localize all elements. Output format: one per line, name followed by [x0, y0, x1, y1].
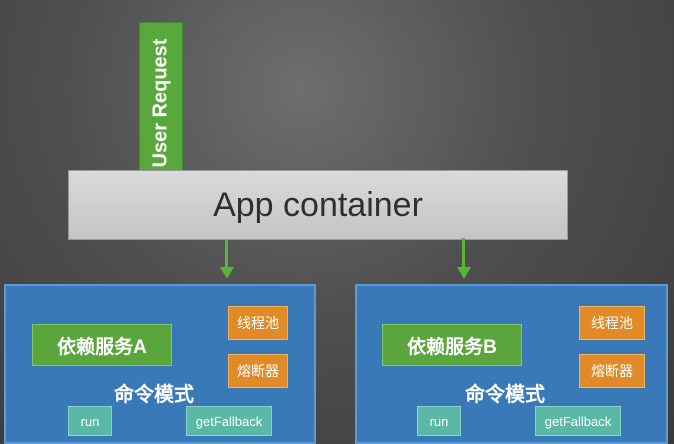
- circuit-breaker-b-label: 熔断器: [591, 363, 633, 379]
- fallback-b-box: getFallback: [535, 406, 621, 436]
- fallback-a-label: getFallback: [195, 413, 263, 429]
- arrow-a-head: [219, 267, 234, 279]
- fallback-a-box: getFallback: [186, 406, 272, 436]
- run-b-label: run: [429, 413, 449, 429]
- circuit-breaker-a-box: 熔断器: [228, 354, 288, 388]
- run-b-box: run: [417, 406, 461, 436]
- thread-pool-b-label: 线程池: [591, 315, 633, 331]
- arrow-b-shaft: [462, 238, 465, 268]
- thread-pool-a-box: 线程池: [228, 306, 288, 340]
- command-pattern-a-label: 命令模式: [114, 384, 194, 406]
- thread-pool-b-box: 线程池: [579, 306, 645, 340]
- user-request-box: User Request: [139, 22, 183, 184]
- arrow-b-head: [456, 267, 471, 279]
- app-container-label: App container: [213, 185, 423, 224]
- service-a-box: 依赖服务A: [32, 324, 172, 366]
- user-request-label: User Request: [149, 38, 172, 168]
- service-a-label: 依赖服务A: [57, 336, 147, 358]
- service-b-label: 依赖服务B: [407, 336, 497, 358]
- command-pattern-b-label: 命令模式: [465, 384, 545, 406]
- arrow-a-shaft: [225, 240, 228, 268]
- app-container-box: App container: [68, 170, 568, 240]
- fallback-b-label: getFallback: [544, 413, 612, 429]
- dependency-panel-a: 依赖服务A 线程池 熔断器 命令模式 run getFallback: [4, 284, 316, 444]
- thread-pool-a-label: 线程池: [237, 315, 279, 331]
- circuit-breaker-b-box: 熔断器: [579, 354, 645, 388]
- run-a-label: run: [80, 413, 100, 429]
- circuit-breaker-a-label: 熔断器: [237, 363, 279, 379]
- dependency-panel-b: 依赖服务B 线程池 熔断器 命令模式 run getFallback: [355, 284, 668, 444]
- run-a-box: run: [68, 406, 112, 436]
- service-b-box: 依赖服务B: [382, 324, 522, 366]
